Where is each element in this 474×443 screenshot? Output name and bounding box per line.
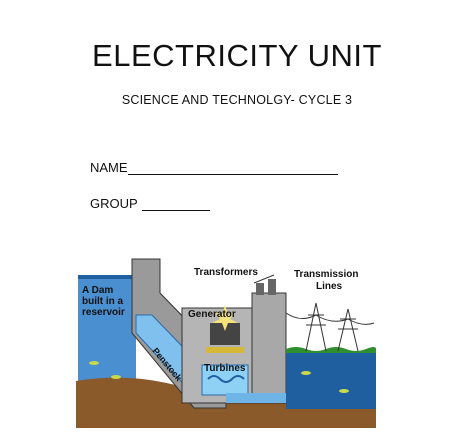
fish-icon	[89, 361, 349, 393]
generator-icon	[210, 323, 240, 345]
spark-icon	[212, 305, 238, 331]
page-subtitle: SCIENCE AND TECHNOLGY- CYCLE 3	[121, 93, 353, 107]
turbines-label: Turbines	[204, 363, 246, 374]
group-field: GROUP	[90, 196, 210, 211]
reservoir-surface	[78, 275, 136, 279]
page-title: ELECTRICITY UNIT	[92, 38, 382, 73]
grass-bank	[286, 347, 376, 353]
dam-label-line-3: reservoir	[82, 307, 125, 318]
name-field: NAME	[90, 160, 338, 175]
transformers-icon	[253, 274, 276, 295]
hydroelectric-dam-diagram: A Dam built in a reservoir Penstock Gene…	[76, 253, 376, 428]
group-blank-line[interactable]	[141, 196, 210, 211]
outflow-water	[226, 393, 306, 403]
transformers-label: Transformers	[194, 267, 258, 278]
reservoir-water	[78, 275, 136, 393]
transformer-building	[251, 292, 287, 404]
turbine-swirl-icon	[207, 375, 245, 383]
transmission-tower-icon	[285, 302, 375, 352]
dam-label-line-2: built in a	[82, 296, 124, 307]
hydro-diagram-svg: A Dam built in a reservoir Penstock Gene…	[76, 258, 376, 428]
transmission-label-line-1: Transmission	[294, 269, 358, 280]
name-label: NAME	[90, 160, 128, 175]
dam-label-line-1: A Dam	[82, 285, 113, 296]
transmission-label-line-2: Lines	[316, 281, 343, 292]
group-label: GROUP	[90, 196, 138, 211]
generator-shaft	[206, 347, 244, 353]
turbine-chamber	[201, 364, 249, 396]
river-water	[286, 351, 376, 409]
generator-label: Generator	[188, 309, 236, 320]
name-blank-line[interactable]	[127, 160, 338, 175]
